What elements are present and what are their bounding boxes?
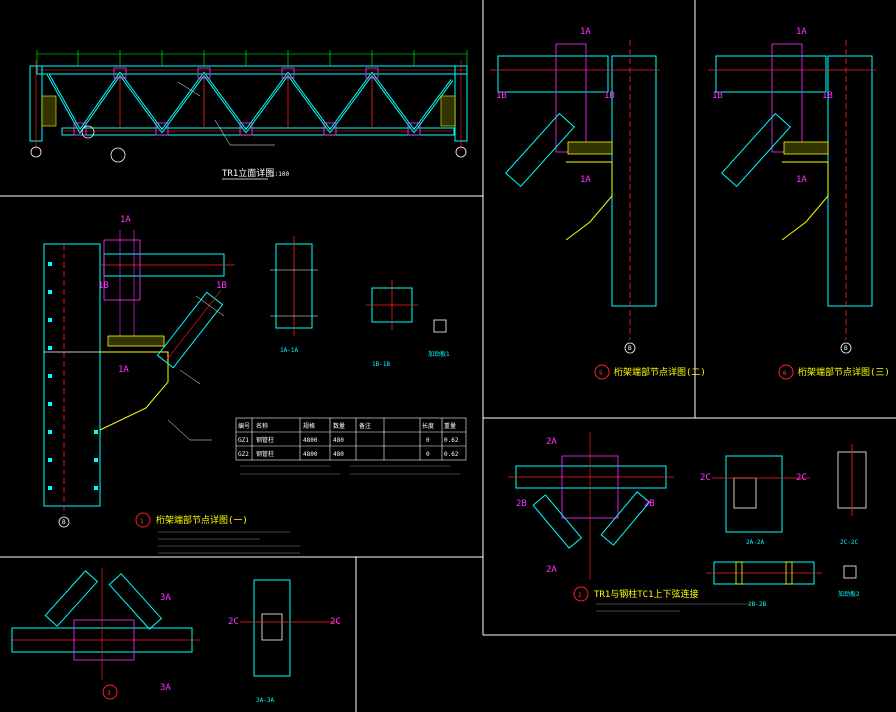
view-1a-label: 1A-1A — [280, 347, 298, 354]
detail-6-title: 桁架端部节点详图(三) — [798, 366, 890, 378]
material-table: 编号 名称 规格 数量 备注 长度 重量 GZ1 钢管柱 4800 480 0 … — [235, 417, 467, 475]
sec-mark-1b-d5-left: 1B — [496, 91, 507, 101]
view-3a-label: 3A-3A — [256, 697, 274, 704]
sec-mark-2b-left: 2B — [516, 499, 527, 509]
table-cell-1-2: 4800 — [303, 451, 318, 458]
sec-mark-1b-d6-right: 1B — [822, 91, 833, 101]
sec-mark-2c-right: 2C — [796, 473, 807, 483]
detail-2-title: TR1与钢柱TC1上下弦连接 — [594, 588, 699, 600]
detail-2-mark: 2 — [578, 592, 582, 599]
table-cell-0-2: 4800 — [303, 437, 318, 444]
sec-mark-1a-top: 1A — [120, 215, 131, 225]
sec-mark-1a-d5-bottom: 1A — [580, 175, 591, 185]
detail-5-mark: 5 — [599, 370, 603, 377]
sec-mark-1a-bottom: 1A — [118, 365, 129, 375]
table-header-3: 数量 — [333, 422, 345, 430]
sec-mark-2a-top: 2A — [546, 437, 557, 447]
table-cell-1-1: 钢管柱 — [256, 450, 274, 458]
table-cell-0-0: GZ1 — [238, 437, 249, 444]
sec-mark-1a-d6-bottom: 1A — [796, 175, 807, 185]
table-cell-1-0: GZ2 — [238, 451, 249, 458]
view-2a-label: 2A-2A — [746, 539, 764, 546]
detail-3: 3A 3A 3 2C 2C 3A-3A — [10, 568, 341, 704]
sec-mark-2c-right-3: 2C — [330, 617, 341, 627]
table-header-2: 规格 — [303, 422, 315, 430]
elevation-title: TR1立面详图 — [222, 167, 274, 179]
detail-1-mark: 1 — [140, 518, 144, 525]
detail-1-title: 桁架端部节点详图(一) — [156, 514, 248, 526]
table-cell-1-5: 0 — [426, 451, 430, 458]
detail-5: 1A 1A 1B 1B B 5 桁架端部节点详图(二) — [490, 27, 706, 380]
sec-mark-3a-bottom: 3A — [160, 683, 171, 693]
detail-5-title: 桁架端部节点详图(二) — [614, 366, 706, 378]
sec-mark-1a-d6-top: 1A — [796, 27, 807, 37]
truss-elevation: TR1立面详图 1:100 — [29, 50, 468, 180]
detail-3-mark: 3 — [107, 690, 111, 697]
table-cell-0-1: 钢管柱 — [256, 436, 274, 444]
detail-6: 1A 1A 1B 1B B 6 桁架端部节点详图(三) — [708, 27, 890, 380]
elevation-scale: 1:100 — [271, 171, 289, 178]
sec-mark-2a-bottom: 2A — [546, 565, 557, 575]
sec-mark-2c-left: 2C — [700, 473, 711, 483]
detail-1-title-block: 1 桁架端部节点详图(一) — [135, 512, 300, 554]
sec-mark-2b-right: 2B — [644, 499, 655, 509]
detail-1: 1A 1A 1B 1B B 1A-1A 1B-1B 加劲板1 — [43, 215, 450, 528]
stiffener-2-title: 加劲板2 — [838, 590, 860, 598]
table-header-0: 编号 — [238, 422, 250, 430]
detail-6-mark: 6 — [783, 370, 787, 377]
axis-bubble-b-5: B — [628, 345, 632, 352]
sec-mark-1b-left: 1B — [98, 281, 109, 291]
view-1b-label: 1B-1B — [372, 361, 390, 368]
table-header-4: 备注 — [359, 422, 371, 430]
sec-mark-3a-top: 3A — [160, 593, 171, 603]
axis-bubble-b-6: B — [844, 345, 848, 352]
detail-2: 2A 2A 2B 2B 2 TR1与钢柱TC1上下弦连接 2C 2C 2A-2A… — [508, 432, 867, 612]
view-2c-label: 2C-2C — [840, 539, 858, 546]
stiffener-1-title: 加劲板1 — [428, 350, 450, 358]
sec-mark-1a-d5-top: 1A — [580, 27, 591, 37]
table-cell-0-3: 480 — [333, 437, 344, 444]
table-header-6: 重量 — [444, 422, 456, 430]
sec-mark-1b-d5-right: 1B — [604, 91, 615, 101]
sec-mark-2c-left-3: 2C — [228, 617, 239, 627]
table-cell-0-5: 0 — [426, 437, 430, 444]
sec-mark-1b-d6-left: 1B — [712, 91, 723, 101]
view-2b-label: 2B-2B — [748, 601, 766, 608]
table-cell-0-6: 0.62 — [444, 437, 459, 444]
axis-bubble-b-1: B — [62, 519, 66, 526]
table-header-5: 长度 — [422, 422, 434, 430]
table-cell-1-3: 480 — [333, 451, 344, 458]
sec-mark-1b-right: 1B — [216, 281, 227, 291]
table-cell-1-6: 0.62 — [444, 451, 459, 458]
table-header-1: 名称 — [256, 422, 268, 430]
